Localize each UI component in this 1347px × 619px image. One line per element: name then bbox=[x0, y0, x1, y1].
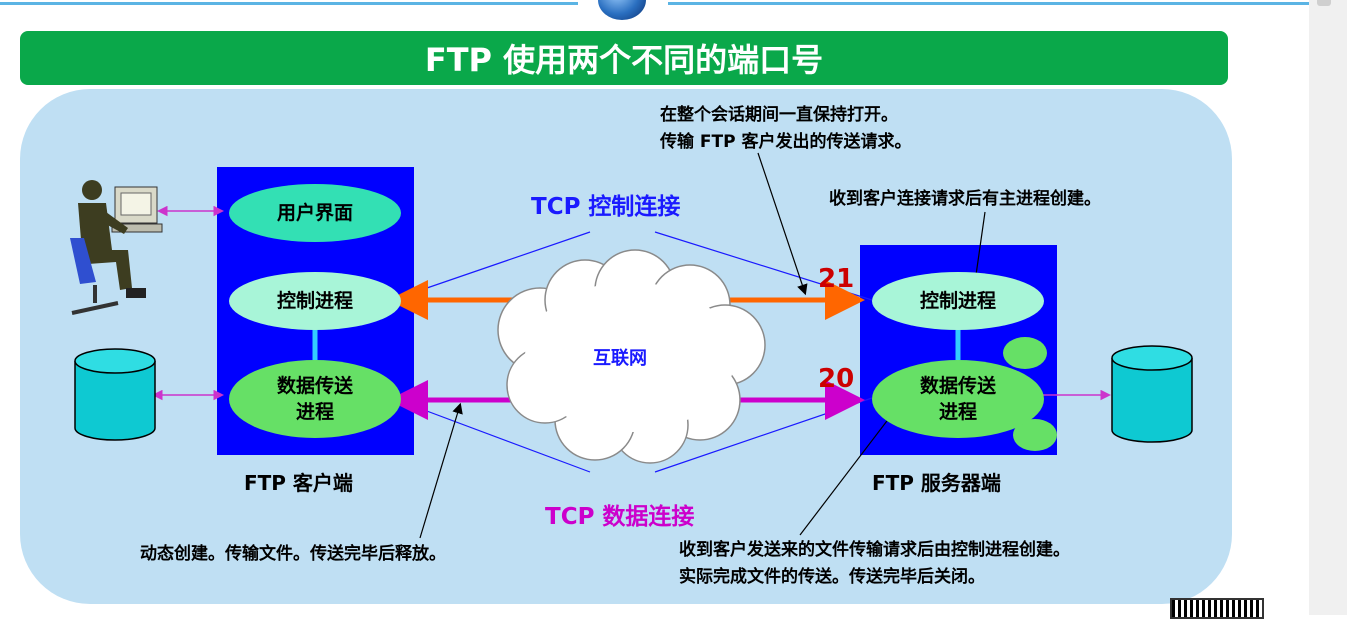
top-rule-left bbox=[0, 2, 578, 5]
client-data-note: 动态创建。传输文件。传送完毕后释放。 bbox=[140, 544, 446, 564]
internet-label: 互联网 bbox=[593, 348, 647, 369]
server-side-label: FTP 服务器端 bbox=[872, 471, 1001, 495]
tcp-control-label: TCP 控制连接 bbox=[531, 194, 681, 220]
port-20-label: 20 bbox=[818, 364, 855, 394]
internet-cloud-core bbox=[525, 282, 735, 432]
pointer-server-main bbox=[970, 211, 986, 285]
control-connection-note: 在整个会话期间一直保持打开。 传输 FTP 客户发出的传送请求。 bbox=[660, 105, 912, 152]
client-user-interface-oval: 用户界面 bbox=[229, 184, 401, 242]
client-side-label: FTP 客户端 bbox=[244, 471, 353, 495]
client-database-icon bbox=[74, 348, 156, 441]
server-control-process-oval: 控制进程 bbox=[872, 272, 1044, 330]
server-data-process-oval: 数据传送 进程 bbox=[872, 360, 1044, 438]
pointer-server-data bbox=[799, 411, 895, 536]
client-data-process-oval: 数据传送 进程 bbox=[229, 360, 401, 438]
server-bubble bbox=[1013, 419, 1057, 451]
user-at-computer-icon bbox=[70, 180, 163, 315]
qr-code-icon bbox=[1170, 598, 1264, 619]
pointer-client-data bbox=[419, 402, 463, 539]
slide-title: FTP 使用两个不同的端口号 bbox=[20, 31, 1228, 85]
port-21-label: 21 bbox=[818, 264, 855, 294]
globe-logo-icon bbox=[598, 0, 646, 20]
tcp-data-label: TCP 数据连接 bbox=[545, 504, 695, 530]
server-main-process-note: 收到客户连接请求后有主进程创建。 bbox=[829, 189, 1101, 209]
pointer-control-note bbox=[757, 152, 808, 296]
server-bubble bbox=[1003, 337, 1047, 369]
server-database-icon bbox=[1111, 345, 1193, 443]
client-control-process-oval: 控制进程 bbox=[229, 272, 401, 330]
scrollbar[interactable] bbox=[1309, 0, 1347, 615]
server-data-note: 收到客户发送来的文件传输请求后由控制进程创建。 实际完成文件的传送。传送完毕后关… bbox=[679, 540, 1070, 587]
top-rule-right bbox=[668, 2, 1309, 5]
scroll-thumb[interactable] bbox=[1317, 0, 1331, 6]
